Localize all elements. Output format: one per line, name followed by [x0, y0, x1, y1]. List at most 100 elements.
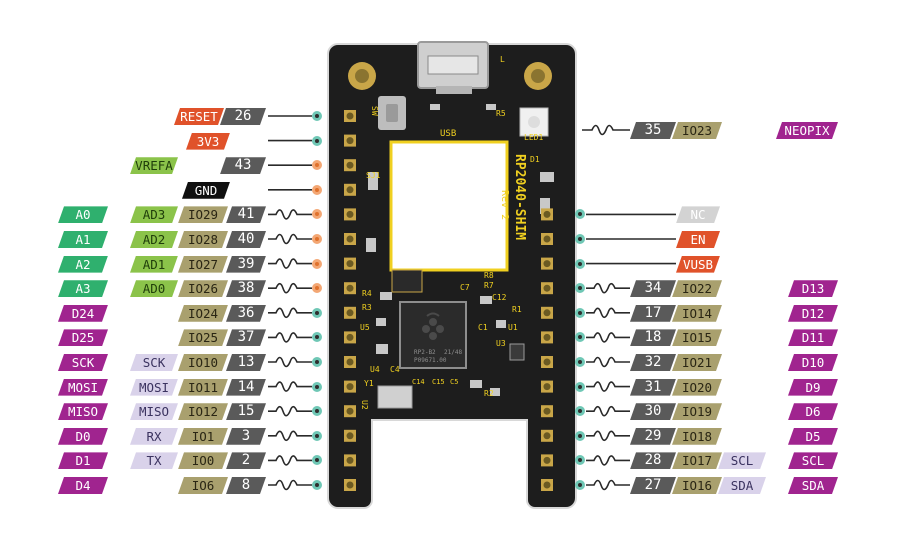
silk-c12: C12: [492, 293, 507, 302]
left-io-label: IO29: [178, 206, 228, 223]
silk-sj1: SJ1: [366, 171, 381, 180]
silk-u5: U5: [360, 323, 370, 332]
right-pin-dot: [575, 307, 585, 318]
left-pin-number: 26: [220, 108, 266, 125]
left-pin-number: 39: [226, 256, 266, 273]
right-io-label: IO20: [672, 379, 722, 396]
left-arduino-label: D25: [58, 329, 108, 346]
right-io-label: IO21: [672, 354, 722, 371]
left-pin-dot: [312, 406, 322, 417]
silk-r4: R4: [362, 289, 372, 298]
silk-board-name: RP2040-SHIM: [512, 154, 527, 240]
smd-components: [366, 104, 554, 396]
silk-c15: C15: [432, 378, 445, 386]
left-pin-line: [268, 258, 312, 269]
left-pin-line: [268, 332, 312, 343]
left-special-label: TX: [130, 452, 178, 469]
left-arduino-label: D0: [58, 428, 108, 445]
left-pin-dot: [312, 307, 322, 318]
left-pin-number: 37: [226, 329, 266, 346]
left-pin-number: 3: [226, 428, 266, 445]
left-arduino-label: A1: [58, 231, 108, 248]
right-pin-line: [586, 405, 630, 417]
right-pin-dot: [575, 332, 585, 343]
left-io-label: IO24: [178, 305, 228, 322]
left-io-label: IO26: [178, 280, 228, 297]
right-special-label: SCL: [718, 452, 766, 469]
left-pin-dot: [312, 283, 322, 294]
left-arduino-label: MOSI: [58, 379, 108, 396]
silk-c4: C4: [390, 365, 400, 374]
right-arduino-label: D6: [788, 403, 838, 420]
left-pin-line: [268, 381, 312, 392]
neopixel-pin-number: 35: [630, 122, 676, 139]
silk-r8: R8: [484, 271, 494, 280]
silk-u1: U1: [508, 323, 518, 332]
silk-l: L: [500, 55, 505, 64]
left-pin-dot: [312, 184, 322, 195]
right-io-label: IO19: [672, 403, 722, 420]
left-pin-dot: [312, 135, 322, 146]
right-pin-dot: [575, 209, 585, 220]
left-pin-dot: [312, 455, 322, 466]
silk-y1: Y1: [364, 379, 374, 388]
left-arduino-label: SCK: [58, 354, 108, 371]
right-pin-dot: [575, 406, 585, 417]
left-pin-dot: [312, 111, 322, 121]
left-pin-line: [268, 430, 312, 442]
silk-u2: U2: [360, 400, 369, 410]
left-special-label: SCK: [130, 354, 178, 371]
right-arduino-label: SCL: [788, 452, 838, 469]
right-pin-line: [586, 356, 630, 368]
right-pin-number: 17: [630, 305, 676, 322]
right-pin-line: [586, 381, 630, 392]
chip-code: 21/48: [444, 349, 462, 356]
right-io-label: IO18: [672, 428, 722, 445]
silk-u3: U3: [496, 339, 506, 348]
left-pin-number: 40: [226, 231, 266, 248]
left-pin-label: VREFA: [130, 157, 178, 174]
left-pin-dot: [312, 258, 322, 269]
silk-r1: R1: [512, 305, 522, 314]
right-special-label: SDA: [718, 477, 766, 494]
left-io-label: IO12: [178, 403, 228, 420]
chip-rp2: RP2-B2: [414, 349, 436, 356]
left-io-label: IO6: [178, 477, 228, 494]
left-special-label: RX: [130, 428, 178, 445]
crystal: [377, 385, 413, 409]
right-pin-number: 32: [630, 354, 676, 371]
left-arduino-label: D24: [58, 305, 108, 322]
right-io-label: IO14: [672, 305, 722, 322]
left-pin-number: 14: [226, 379, 266, 396]
right-pin-line: [586, 307, 630, 319]
left-arduino-label: MISO: [58, 403, 108, 420]
right-pin-number: 29: [630, 428, 676, 445]
left-pin-line: [268, 405, 312, 417]
right-arduino-label: D12: [788, 305, 838, 322]
left-pin-line: [268, 356, 312, 368]
left-pin-line: [268, 307, 312, 319]
right-arduino-label: D13: [788, 280, 838, 297]
left-arduino-label: A3: [58, 280, 108, 297]
right-pin-number: 18: [630, 329, 676, 346]
left-pin-number: 2: [226, 452, 266, 469]
left-pin-dot: [312, 381, 322, 392]
left-pin-line: [268, 282, 312, 294]
left-pin-number: 13: [226, 354, 266, 371]
right-pin-number: 31: [630, 379, 676, 396]
left-pin-line: [268, 455, 312, 466]
left-io-label: IO25: [178, 329, 228, 346]
left-io-label: IO11: [178, 379, 228, 396]
right-pin-dot: [575, 283, 585, 294]
silk-c1: C1: [478, 323, 488, 332]
silk-led1: LED1: [524, 133, 543, 142]
right-pin-dot: [575, 381, 585, 392]
right-pin-number: 27: [630, 477, 676, 494]
left-pin-dot: [312, 234, 322, 244]
left-arduino-label: D4: [58, 477, 108, 494]
right-pin-dot: [575, 258, 585, 269]
flash-chip: [391, 269, 423, 293]
silk-r5: R5: [496, 109, 506, 118]
left-pin-dot: [312, 480, 322, 490]
